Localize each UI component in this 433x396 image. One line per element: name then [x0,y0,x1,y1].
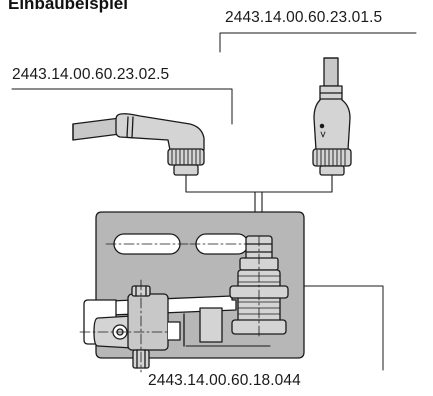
diagram-title: Einbaubeispiel [8,0,128,13]
angled-connector [72,113,205,176]
angled-connector-nut [167,148,205,166]
straight-cable [323,57,339,87]
leader-sensor [267,285,384,371]
label-angled-connector: 2443.14.00.60.23.02.5 [12,66,170,83]
leader-straight-connector [219,32,417,53]
label-sensor: 2443.14.00.60.18.044 [148,372,301,389]
angled-cable [72,117,121,141]
inductive-sensor [229,235,289,337]
leader-angled-connector [11,88,233,125]
leader-lines [11,32,417,371]
straight-connector-body [313,85,351,151]
clamp-block [127,293,169,351]
label-straight-connector: 2443.14.00.60.23.01.5 [225,9,383,26]
angled-connector-body [115,113,205,151]
clamp-mechanism [79,279,181,373]
straight-connector [312,57,352,176]
